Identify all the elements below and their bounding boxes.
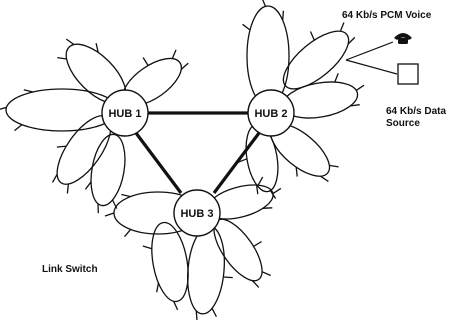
link-switch-tick [14,124,23,132]
link-switch-tick [261,271,271,277]
link-switch-tick [253,240,262,247]
link-switch-tick [334,73,339,83]
link-switch-tick [320,175,329,182]
hub-3: HUB 3 [173,189,221,237]
attachment-lines [345,41,398,75]
trunk-hub2-hub3 [212,132,261,194]
link-switch-tick [66,183,70,194]
hub-1: HUB 1 [101,89,149,137]
link-switch-tick [257,176,264,186]
link-switch-tick [173,301,179,311]
link-loop [90,133,126,207]
data-source-box-icon [397,63,419,85]
link-switch-tick [223,276,233,279]
link-switch-tick [0,106,7,110]
link-switch-tick [195,310,198,321]
data-source-label-line2: Source [386,118,420,129]
link-switch-tick [121,193,131,198]
link-switch-tick [242,23,251,31]
voice-label: 64 Kb/s PCM Voice [342,10,432,21]
link-switch-tick [142,245,153,250]
link-switch-tick [171,49,177,59]
link-switch-tick [142,57,149,66]
telephone-icon [394,33,412,44]
link-switch-tick [347,36,356,45]
link-switch-tick [282,10,285,21]
hub-2: HUB 2 [247,89,295,137]
link-switch-tick [104,212,115,217]
link-switch-tick [57,56,67,60]
link-switch-tick [262,0,267,7]
link-switch-label: Link Switch [42,264,98,275]
link-loop [187,225,225,315]
link-switch-tick [272,187,282,195]
link-switch-tick [329,164,339,168]
link-loop [282,30,350,90]
link-switch-tick [309,31,315,41]
hub-3-label: HUB 3 [180,208,213,220]
trunk-links [134,111,261,194]
link-switch-tick [56,145,67,148]
link-switch-tick [156,282,160,293]
link-loop [151,221,189,303]
link-switch-tick [95,43,99,53]
link-switch-tick [295,167,298,177]
link-switch-tick [51,173,58,183]
link-switch-tick [124,228,132,238]
link-switch-tick [350,104,360,107]
link-switch-tick [355,84,365,91]
link-switch-tick [339,22,345,32]
link-switch-tick [84,181,92,190]
link-switch-tick [180,62,189,70]
link-loop [5,88,119,132]
link-switch-tick [262,207,273,209]
link-switch-tick [237,158,248,163]
link-switch-tick [65,38,75,46]
hub-1-label: HUB 1 [108,108,141,120]
link-switch-tick [255,184,259,195]
data-source-label: 64 Kb/s Data [386,106,446,117]
hub-2-label: HUB 2 [254,108,287,120]
link-switch-tick [23,89,34,93]
link-switch-tick [251,280,260,288]
trunk-hub1-hub3 [134,132,183,194]
link-switch-tick [211,307,217,318]
